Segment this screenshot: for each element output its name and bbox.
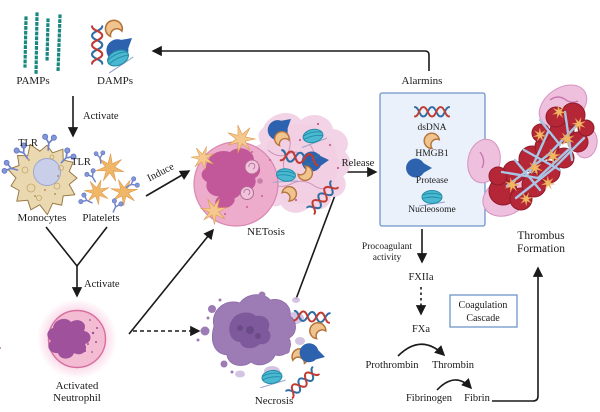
prothrombin-label: Prothrombin (365, 360, 419, 371)
alarmins-label: Alarmins (402, 75, 443, 87)
netosis-vesicles (240, 159, 263, 200)
netosis-nucleus-lobe (215, 193, 235, 209)
labels: PAMPs DAMPs Activate TLR TLR Monocytes P… (16, 75, 565, 407)
netosis-label: NETosis (247, 226, 285, 238)
net-cloud-inner (262, 124, 338, 204)
arrow-neutrophil-netosis (128, 228, 214, 335)
activated-neutrophil-label-line2: Neutrophil (53, 392, 101, 404)
thrombus-label-line1: Thrombus (517, 230, 565, 242)
damps-label: DAMPs (97, 75, 133, 87)
coagulation-label-line2: Cascade (466, 313, 500, 324)
alarmins-panel: dsDNA HMGB1 Protease Nucleosome (379, 92, 486, 227)
procoagulant-label-line2: activity (373, 253, 402, 263)
neutrophil-nucleus (47, 318, 91, 359)
netosis-complex (187, 111, 351, 228)
pamps-icon (23, 12, 62, 78)
monocyte-nucleus (33, 158, 61, 186)
fibrin-label: Fibrin (464, 393, 490, 404)
arrow-fibrin-thrombus (492, 266, 544, 402)
necrosis-label: Necrosis (255, 395, 294, 407)
monocyte-granules (21, 154, 64, 201)
fibrinogen-label: Fibrinogen (406, 393, 453, 404)
fxiia-label: FXIIa (408, 272, 433, 283)
hmgb1-label: HMGB1 (415, 149, 449, 159)
line-monocytes-junction (45, 226, 78, 267)
arrow-induce-netosis (145, 170, 191, 197)
neutrophil-speckles (0, 319, 98, 353)
procoagulant-label-line1: Procoagulant (362, 242, 412, 252)
necrosis-satellites (196, 291, 290, 374)
activated-neutrophil-cell (0, 299, 117, 379)
arrow-prothrombin-thrombin (397, 343, 446, 357)
coagulation-cascade-panel: Coagulation Cascade (449, 294, 518, 328)
line-platelets-junction (76, 226, 108, 267)
thrombus-illustration (467, 84, 598, 217)
platelets-label: Platelets (82, 212, 119, 224)
nucleosome-label: Nucleosome (408, 205, 456, 215)
thrombus-label-line2: Formation (517, 243, 565, 255)
activate-top-label: Activate (83, 111, 119, 122)
pamps-label: PAMPs (16, 75, 49, 87)
monocyte-speckles (28, 159, 59, 197)
tlr-platelet-label: TLR (71, 157, 91, 168)
fxa-label: FXa (412, 324, 430, 335)
thrombin-label: Thrombin (432, 360, 475, 371)
coagulation-label-line1: Coagulation (459, 300, 508, 311)
necrosis-dark-spots (237, 325, 261, 339)
activate-bottom-label: Activate (84, 279, 120, 290)
monocytes-label: Monocytes (18, 212, 67, 224)
arrow-fibrinogen-fibrin (436, 378, 473, 391)
dsdna-label: dsDNA (417, 123, 446, 133)
netosis-speckles (224, 122, 340, 215)
coagulation-box (449, 294, 518, 328)
activated-neutrophil-label-line1: Activated (56, 380, 99, 392)
arrow-alarmins-damps-feedback (151, 45, 430, 71)
release-label: Release (342, 158, 375, 169)
tlr-monocyte-label: TLR (18, 138, 38, 149)
monocyte-cell (0, 132, 79, 216)
protease-label: Protease (416, 176, 448, 186)
necrosis-complex (196, 291, 331, 399)
